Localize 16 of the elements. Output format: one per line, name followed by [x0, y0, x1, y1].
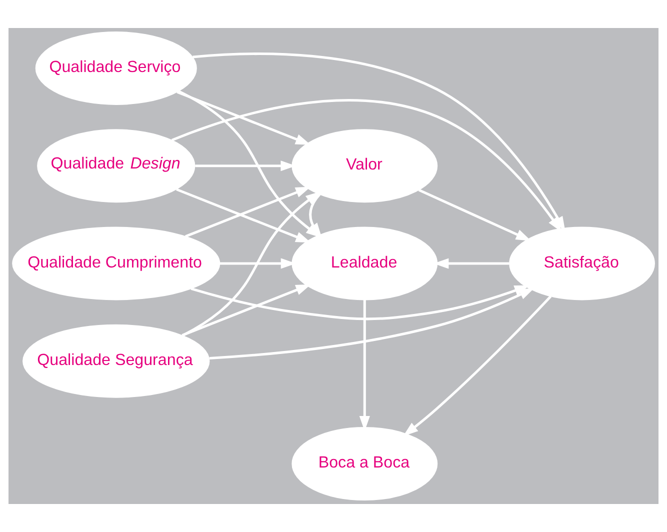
arrow — [418, 188, 532, 241]
arrow — [176, 90, 311, 145]
arrow — [190, 285, 530, 320]
node-ellipse: Qualidade Serviço — [35, 32, 197, 105]
node-ellipse: Qualidade Segurança — [22, 324, 210, 398]
arrow — [308, 194, 322, 238]
arrow — [209, 288, 534, 360]
node-ellipse: Lealdade — [292, 226, 438, 300]
arrow — [182, 284, 311, 336]
node-ellipse: Qualidade Design — [37, 129, 196, 203]
arrow — [176, 188, 311, 243]
node-ellipse: Qualidade Cumprimento — [12, 226, 220, 300]
arrow — [403, 296, 552, 436]
arrow — [185, 186, 311, 238]
node-ellipse: Valor — [292, 129, 438, 203]
node-ellipse: Boca a Boca — [292, 427, 438, 500]
